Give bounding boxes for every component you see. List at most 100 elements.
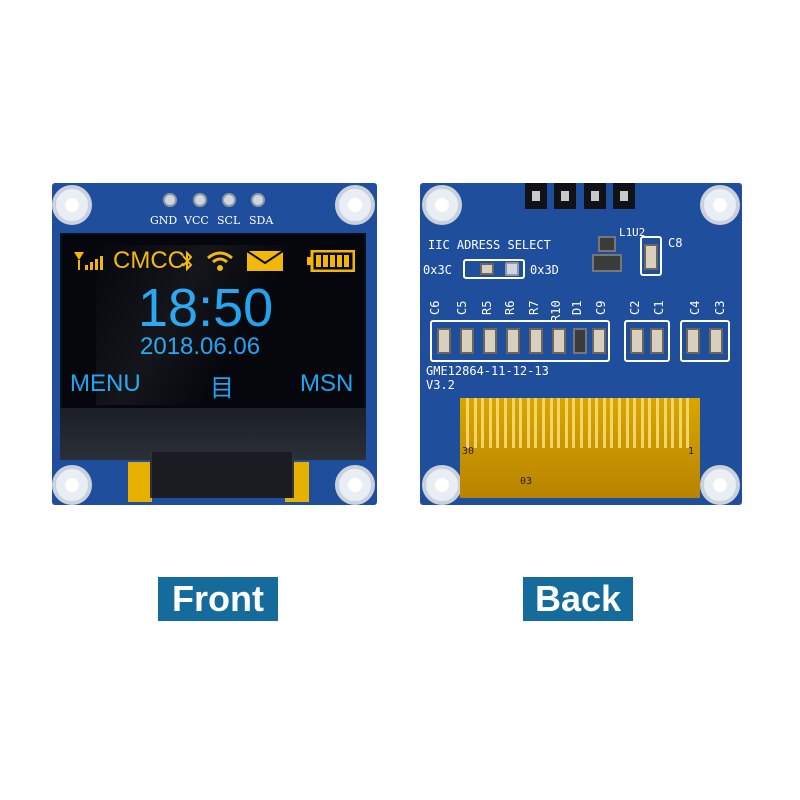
mount-hole-front-tr: [335, 185, 375, 225]
iic-address-select-label: IIC ADRESS SELECT: [428, 238, 551, 252]
c8-component: [644, 244, 658, 270]
pin-label-gnd: GND: [150, 214, 178, 227]
ffc-trace: [488, 398, 492, 448]
designator-r7: R7: [527, 300, 541, 315]
mount-hole-back-tr: [700, 185, 740, 225]
smd-c1: [650, 328, 664, 354]
mount-hole-front-tl: [52, 185, 92, 225]
ffc-trace: [526, 398, 530, 448]
ffc-trace: [557, 398, 561, 448]
addr-right-label: 0x3D: [530, 263, 559, 277]
menu-center-label: 目: [210, 374, 234, 402]
smd-r5: [483, 328, 497, 354]
ffc-trace: [595, 398, 599, 448]
ffc-mark-right: 1: [688, 446, 695, 457]
designator-c2: C2: [628, 300, 642, 315]
ffc-mark-left: 30: [462, 446, 475, 457]
smd-c4: [686, 328, 700, 354]
menu-left-label: MENU: [70, 370, 141, 397]
battery-icon: [307, 250, 355, 272]
ffc-trace: [663, 398, 667, 448]
pad-gnd: [163, 193, 177, 207]
envelope-icon: [246, 250, 284, 271]
component-group-left: [430, 320, 610, 362]
l1-label: L1: [619, 226, 633, 239]
clock-readout: 18:50: [138, 278, 274, 338]
display-glass-edge: [60, 408, 366, 460]
addr-open-pad: [505, 262, 519, 276]
smd-c2: [630, 328, 644, 354]
smd-r7: [529, 328, 543, 354]
ffc-trace: [678, 398, 682, 448]
ffc-mark-bottom: 03: [520, 476, 533, 487]
header-pin-1: [525, 183, 547, 209]
signal-icon: [74, 252, 103, 270]
bluetooth-icon: [182, 250, 193, 272]
mount-hole-back-br: [700, 465, 740, 505]
pad-sda: [251, 193, 265, 207]
yellow-tape-left: [128, 462, 152, 502]
date-readout: 2018.06.06: [140, 333, 261, 360]
ffc-trace: [610, 398, 614, 448]
component-group-mid: [624, 320, 670, 362]
mount-hole-back-tl: [422, 185, 462, 225]
ffc-trace: [618, 398, 621, 448]
designator-d1: D1: [570, 300, 584, 315]
version-label: V3.2: [426, 378, 455, 392]
ffc-trace: [602, 398, 606, 448]
ffc-trace: [542, 398, 545, 448]
mount-hole-back-bl: [422, 465, 462, 505]
ffc-trace: [511, 398, 515, 448]
smd-c3: [709, 328, 723, 354]
pin-label-sda: SDA: [249, 214, 274, 227]
c8-label: C8: [668, 236, 683, 250]
designator-r10: R10: [549, 300, 563, 322]
carrier-label: CMCC: [113, 247, 185, 274]
smd-r10: [552, 328, 566, 354]
pad-vcc: [193, 193, 207, 207]
smd-c6: [437, 328, 451, 354]
ffc-trace: [481, 398, 485, 448]
pin-label-vcc: VCC: [184, 214, 209, 227]
header-pin-3: [584, 183, 606, 209]
display-flex-cable: [150, 452, 294, 498]
designator-c3: C3: [713, 300, 727, 315]
ffc-trace: [572, 398, 576, 448]
addr-left-label: 0x3C: [423, 263, 452, 277]
pin-label-scl: SCL: [217, 214, 241, 227]
designator-c5: C5: [455, 300, 469, 315]
ffc-trace: [564, 398, 568, 448]
ffc-trace: [640, 398, 644, 448]
header-pin-4: [613, 183, 635, 209]
smd-r6: [506, 328, 520, 354]
header-pin-2: [554, 183, 576, 209]
ffc-trace: [633, 398, 637, 448]
component-group-right: [680, 320, 730, 362]
designator-c4: C4: [688, 300, 702, 315]
smd-d1: [573, 328, 587, 354]
ffc-trace: [580, 398, 583, 448]
regulator-chip: [598, 236, 616, 252]
designator-r5: R5: [480, 300, 494, 315]
mount-hole-front-br: [335, 465, 375, 505]
ffc-trace: [587, 398, 591, 448]
u2-label: U2: [632, 226, 646, 239]
smd-c5: [460, 328, 474, 354]
ffc-trace: [519, 398, 523, 448]
ffc-trace: [671, 398, 675, 448]
designator-c6: C6: [428, 300, 442, 315]
pad-scl: [222, 193, 236, 207]
mount-hole-front-bl: [52, 465, 92, 505]
designator-c9: C9: [594, 300, 608, 315]
ffc-trace: [656, 398, 659, 448]
ffc-trace: [473, 398, 477, 448]
ffc-trace: [466, 398, 469, 448]
ffc-trace: [496, 398, 500, 448]
oled-display: [60, 233, 366, 410]
ffc-trace: [686, 398, 690, 448]
menu-right-label: MSN: [300, 370, 354, 397]
ffc-trace: [549, 398, 553, 448]
smd-c9: [592, 328, 606, 354]
ffc-trace: [534, 398, 538, 448]
c8-outline: [640, 236, 662, 276]
